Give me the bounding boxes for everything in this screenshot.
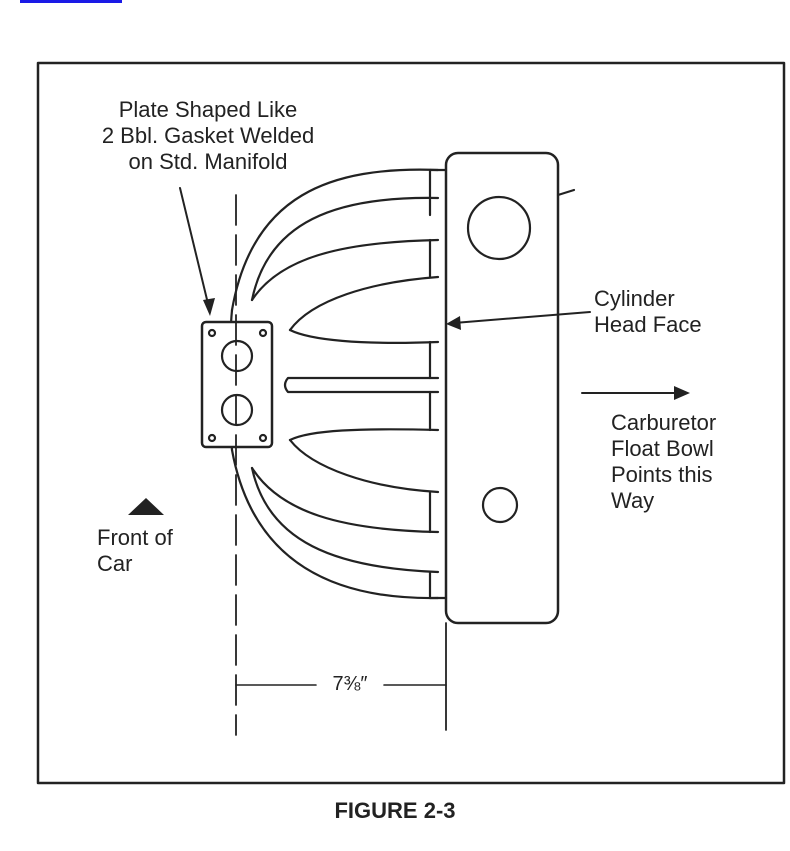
figure-frame <box>36 61 786 785</box>
head-edge-stub <box>556 188 576 197</box>
front-label-line: Front of <box>97 525 173 550</box>
cylinder-label-line: Cylinder <box>594 286 675 311</box>
carburetor-arrowhead <box>674 386 690 400</box>
plate-label-line: on Std. Manifold <box>128 149 288 174</box>
carburetor-label-line: Float Bowl <box>611 436 714 461</box>
front-of-car-label: Front of Car <box>97 525 173 577</box>
plate-label-line: Plate Shaped Like <box>118 97 298 122</box>
carburetor-label-line: Carburetor <box>611 410 717 435</box>
dimension-label: 7⅜″ <box>332 673 368 695</box>
head-port-upper <box>466 195 532 261</box>
carburetor-label: Carburetor Float Bowl Points this Way <box>611 410 716 514</box>
plate-label-line: 2 Bbl. Gasket Welded <box>101 123 315 148</box>
cylinder-leader-arrowhead <box>446 316 461 330</box>
plate-leader-arrowhead <box>203 298 215 316</box>
front-label-line: Car <box>97 551 133 576</box>
manifold-runners <box>228 168 440 600</box>
top-link-underline[interactable] <box>20 0 122 3</box>
plate-leader-line <box>179 187 211 313</box>
carburetor-label-line: Way <box>611 488 655 513</box>
cylinder-leader-line <box>453 311 591 324</box>
cylinder-head-label: Cylinder Head Face <box>594 286 702 338</box>
front-arrow-icon <box>128 498 164 515</box>
cylinder-label-line: Head Face <box>594 312 702 337</box>
flange-ticks <box>428 168 448 600</box>
carburetor-label-line: Points this <box>611 462 713 487</box>
cylinder-head-block <box>444 151 560 625</box>
figure-caption: FIGURE 2-3 <box>334 798 456 823</box>
plate-label: Plate Shaped Like 2 Bbl. Gasket Welded o… <box>48 97 368 175</box>
head-port-lower <box>481 486 519 524</box>
gasket-plate <box>200 320 274 449</box>
